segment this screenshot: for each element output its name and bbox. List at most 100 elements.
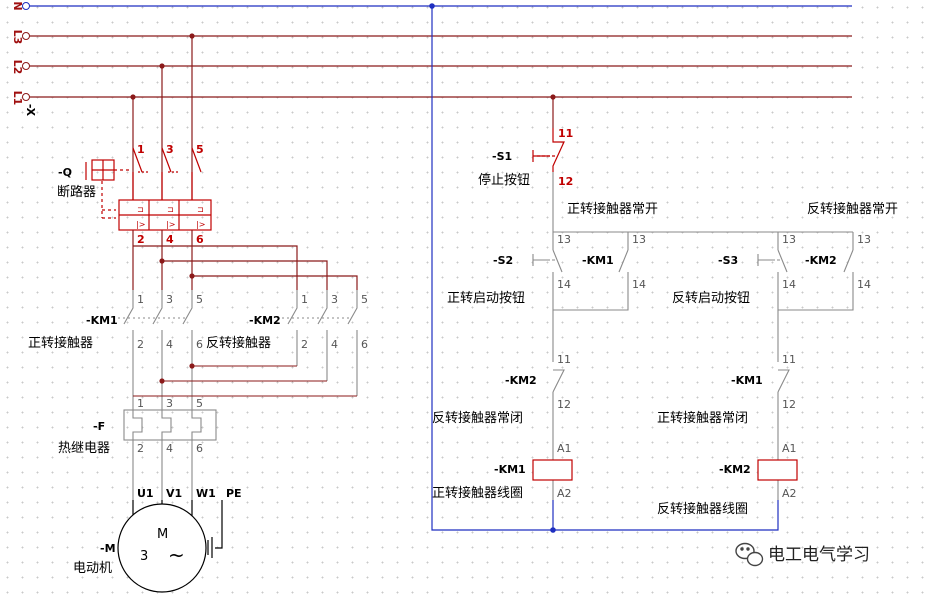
km1-main-terminal-6: 6 xyxy=(196,338,203,351)
control-wiring xyxy=(552,231,854,500)
km2-main-terminal-5: 5 xyxy=(361,293,368,306)
km2-nc-terminal-11: 11 xyxy=(557,353,571,366)
km1-main-contacts: -KM1 正转接触器 1 3 5 2 4 6 xyxy=(28,290,203,360)
stop-terminal-12: 12 xyxy=(558,175,573,188)
s2-name: 正转启动按钮 xyxy=(447,291,525,306)
breaker-q: -Q 断路器 ⊐⊐⊐ |>|>|> 1 3 xyxy=(57,143,212,246)
bus-junctions xyxy=(130,3,556,100)
stop-terminal-11: 11 xyxy=(558,127,573,140)
km2-main-contacts: -KM2 反转接触器 1 3 5 2 4 6 xyxy=(206,290,368,396)
km2-coil-tag: -KM2 xyxy=(719,463,751,476)
km1-coil-icon xyxy=(532,459,573,481)
stop-button-s1: -S1 停止按钮 11 12 xyxy=(478,127,573,188)
km2-main-terminal-2: 2 xyxy=(301,338,308,351)
motor-name: 电动机 xyxy=(73,561,112,576)
relay-terminal-2: 2 xyxy=(137,442,144,455)
km2-aux-terminal-14: 14 xyxy=(857,278,871,291)
km1-nc-interlock: -KM1 正转接触器常闭 11 12 xyxy=(657,353,796,426)
km2-aux-terminal-13: 13 xyxy=(857,233,871,246)
km1-coil-a2: A2 xyxy=(557,487,572,500)
km2-aux-tag: -KM2 xyxy=(805,254,837,267)
s3-terminal-13: 13 xyxy=(782,233,796,246)
motor-ac-icon: ~ xyxy=(168,543,185,567)
breaker-name: 断路器 xyxy=(57,184,96,200)
km2-aux-no: -KM2 13 14 xyxy=(805,233,871,291)
km1-aux-no: -KM1 13 14 xyxy=(582,233,646,291)
km2-coil: -KM2 反转接触器线圈 A1 A2 xyxy=(657,442,798,517)
stop-tag: -S1 xyxy=(492,150,512,163)
breaker-terminal-1: 1 xyxy=(137,143,145,156)
motor-phase: 3 xyxy=(140,549,148,564)
svg-text:⊐: ⊐ xyxy=(197,205,204,214)
km2-nc-name: 反转接触器常闭 xyxy=(432,410,523,426)
km1-nc-name: 正转接触器常闭 xyxy=(657,410,748,426)
svg-text:⊐: ⊐ xyxy=(167,205,174,214)
motor-m: -M 电动机 U1 V1 W1 PE M 3 ~ xyxy=(73,487,242,593)
km1-main-name: 正转接触器 xyxy=(28,335,93,351)
motor-letter: M xyxy=(157,527,168,542)
start-reverse-s3: -S3 反转启动按钮 13 14 xyxy=(672,233,796,306)
km2-nc-terminal-12: 12 xyxy=(557,398,571,411)
km1-main-terminal-5: 5 xyxy=(196,293,203,306)
breaker-terminal-6: 6 xyxy=(196,233,204,246)
km2-nc-tag: -KM2 xyxy=(505,374,537,387)
motor-terminal-w1: W1 xyxy=(196,487,216,500)
km1-main-terminal-2: 2 xyxy=(137,338,144,351)
motor-terminal-u1: U1 xyxy=(137,487,154,500)
motor-terminal-pe: PE xyxy=(226,487,242,500)
motor-tag: -M xyxy=(100,542,116,555)
l1-terminal xyxy=(22,93,30,101)
neutral-junction xyxy=(550,527,556,533)
power-bus: N L3 L2 L1 -X xyxy=(11,1,852,117)
breaker-tag: -Q xyxy=(58,166,72,179)
control-neutral xyxy=(431,6,779,531)
relay-name: 热继电器 xyxy=(58,441,110,456)
km2-main-terminal-6: 6 xyxy=(361,338,368,351)
km2-main-name: 反转接触器 xyxy=(206,335,271,351)
km2-main-terminal-4: 4 xyxy=(331,338,338,351)
relay-terminal-3: 3 xyxy=(166,397,173,410)
km1-nc-terminal-11: 11 xyxy=(782,353,796,366)
km1-aux-terminal-14: 14 xyxy=(632,278,646,291)
km2-coil-name: 反转接触器线圈 xyxy=(657,501,748,517)
l2-terminal xyxy=(22,62,30,70)
km2-coil-icon xyxy=(757,459,798,481)
breaker-terminal-5: 5 xyxy=(196,143,204,156)
motor-circle-icon xyxy=(117,503,207,593)
stop-name: 停止按钮 xyxy=(478,172,530,188)
km2-coil-a1: A1 xyxy=(782,442,797,455)
reversing-crossover xyxy=(132,360,357,410)
relay-terminal-5: 5 xyxy=(196,397,203,410)
no-reverse-heading: 反转接触器常开 xyxy=(807,201,898,217)
km1-main-tag: -KM1 xyxy=(86,314,118,327)
breaker-terminal-4: 4 xyxy=(166,233,174,246)
bus-label-n: N xyxy=(11,1,24,10)
km1-coil-name: 正转接触器线圈 xyxy=(432,485,523,501)
breaker-trip-icons: ⊐⊐⊐ |>|>|> xyxy=(136,205,205,229)
l3-terminal xyxy=(22,32,30,40)
km1-aux-terminal-13: 13 xyxy=(632,233,646,246)
wechat-icon xyxy=(735,542,764,567)
s2-tag: -S2 xyxy=(493,254,513,267)
km2-coil-a2: A2 xyxy=(782,487,797,500)
s3-name: 反转启动按钮 xyxy=(672,291,750,306)
power-wiring-upper xyxy=(132,230,358,290)
s2-terminal-13: 13 xyxy=(557,233,571,246)
svg-text:|>: |> xyxy=(196,220,205,229)
breaker-terminal-2: 2 xyxy=(137,233,145,246)
no-forward-heading: 正转接触器常开 xyxy=(567,201,658,217)
km1-coil: -KM1 正转接触器线圈 A1 A2 xyxy=(432,442,573,501)
bus-label-l2: L2 xyxy=(11,60,24,75)
relay-tag: -F xyxy=(93,420,105,433)
km2-nc-interlock: -KM2 反转接触器常闭 11 12 xyxy=(432,353,571,426)
km1-coil-tag: -KM1 xyxy=(494,463,526,476)
watermark: 电工电气学习 xyxy=(735,542,870,567)
relay-terminal-6: 6 xyxy=(196,442,203,455)
breaker-terminal-3: 3 xyxy=(166,143,174,156)
svg-text:|>: |> xyxy=(136,220,145,229)
bus-label-l3: L3 xyxy=(11,30,24,45)
km1-main-terminal-4: 4 xyxy=(166,338,173,351)
bus-label-l1: L1 xyxy=(11,91,24,106)
